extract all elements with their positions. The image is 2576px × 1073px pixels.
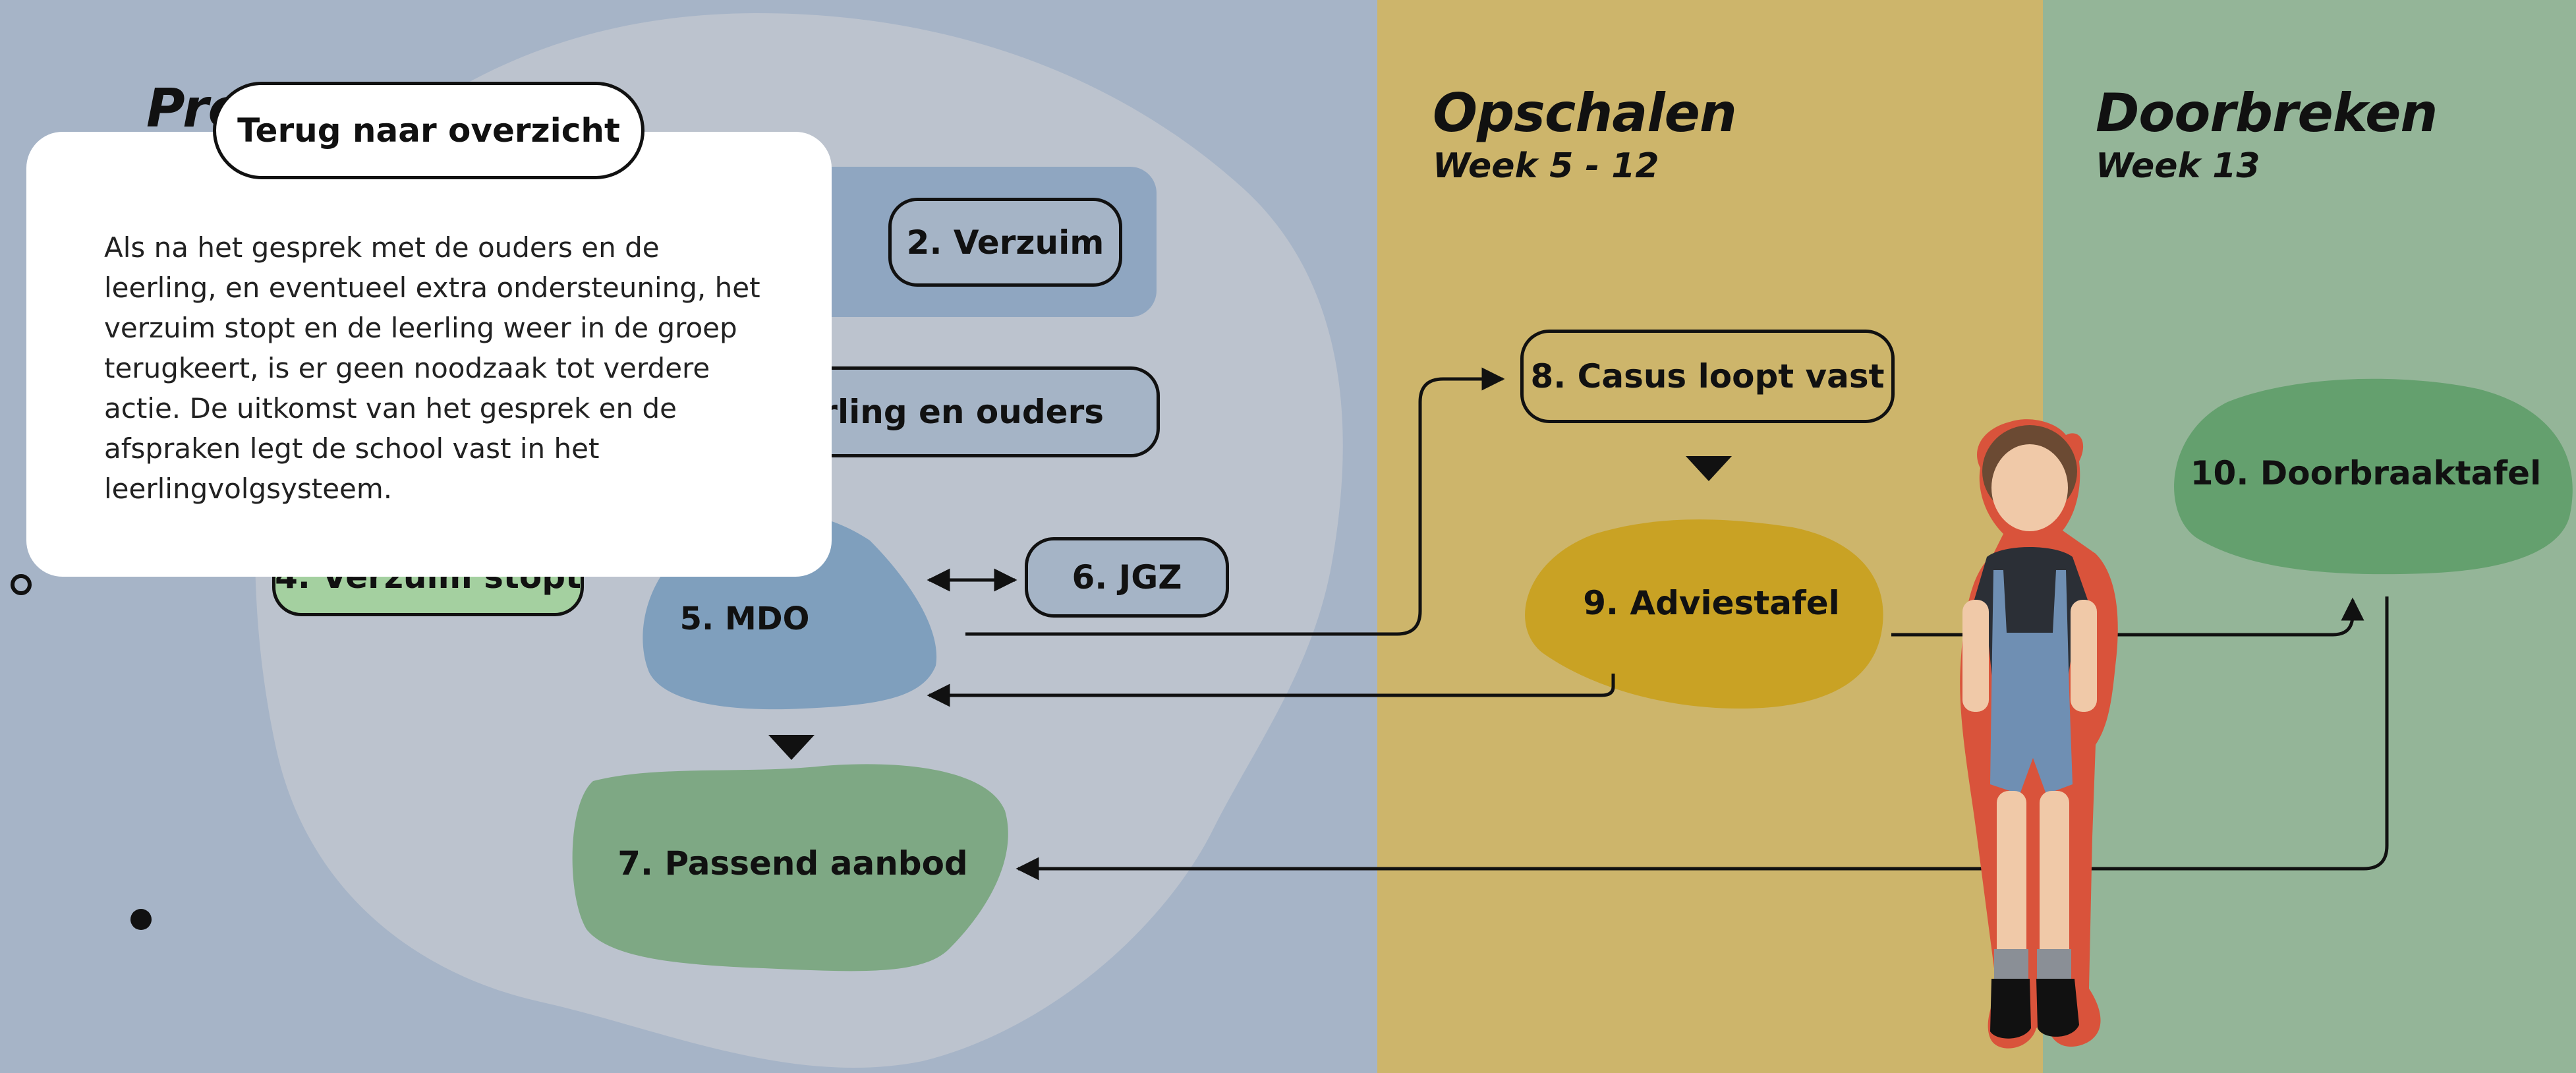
- doorbraaktafel-blob[interactable]: [2174, 378, 2573, 575]
- column-subtitle-opschalen: Week 5 - 12: [1433, 146, 1659, 186]
- node-6-jgz[interactable]: 6. JGZ: [1025, 537, 1229, 618]
- info-popup: Als na het gesprek met de ouders en de l…: [26, 132, 832, 577]
- arrow-advies-doorbraak: [1891, 597, 2364, 637]
- column-subtitle-doorbreken: Week 13: [2096, 146, 2260, 186]
- arrow-advies-mdo: [927, 674, 1615, 707]
- node-9-label: 9. Adviestafel: [1583, 584, 1840, 622]
- node-7-label: 7. Passend aanbod: [617, 844, 967, 883]
- adviestafel-blob[interactable]: [1525, 519, 1883, 709]
- node-2-verzuim[interactable]: 2. Verzuim: [888, 198, 1122, 287]
- back-to-overview-button[interactable]: Terug naar overzicht: [213, 82, 644, 179]
- node-8-casus-loopt-vast[interactable]: 8. Casus loopt vast: [1520, 330, 1895, 423]
- node-10-label: 10. Doorbraaktafel: [2190, 454, 2541, 492]
- timeline-marker-open: [11, 574, 32, 595]
- timeline-marker-filled: [130, 909, 152, 930]
- popup-body-text: Als na het gesprek met de ouders en de l…: [104, 231, 760, 505]
- column-title-doorbreken: Doorbreken: [2096, 82, 2438, 144]
- arrow-mdo-casus: [965, 367, 1505, 636]
- chevron-down-icon: [768, 735, 815, 760]
- node-5-label: 5. MDO: [680, 600, 810, 637]
- chevron-down-icon: [1686, 456, 1732, 481]
- arrow-doorbraak-passend: [1016, 596, 2389, 881]
- passend-aanbod-blob[interactable]: [572, 764, 1008, 972]
- child-photo: [1960, 419, 2118, 1049]
- column-title-opschalen: Opschalen: [1433, 82, 1737, 144]
